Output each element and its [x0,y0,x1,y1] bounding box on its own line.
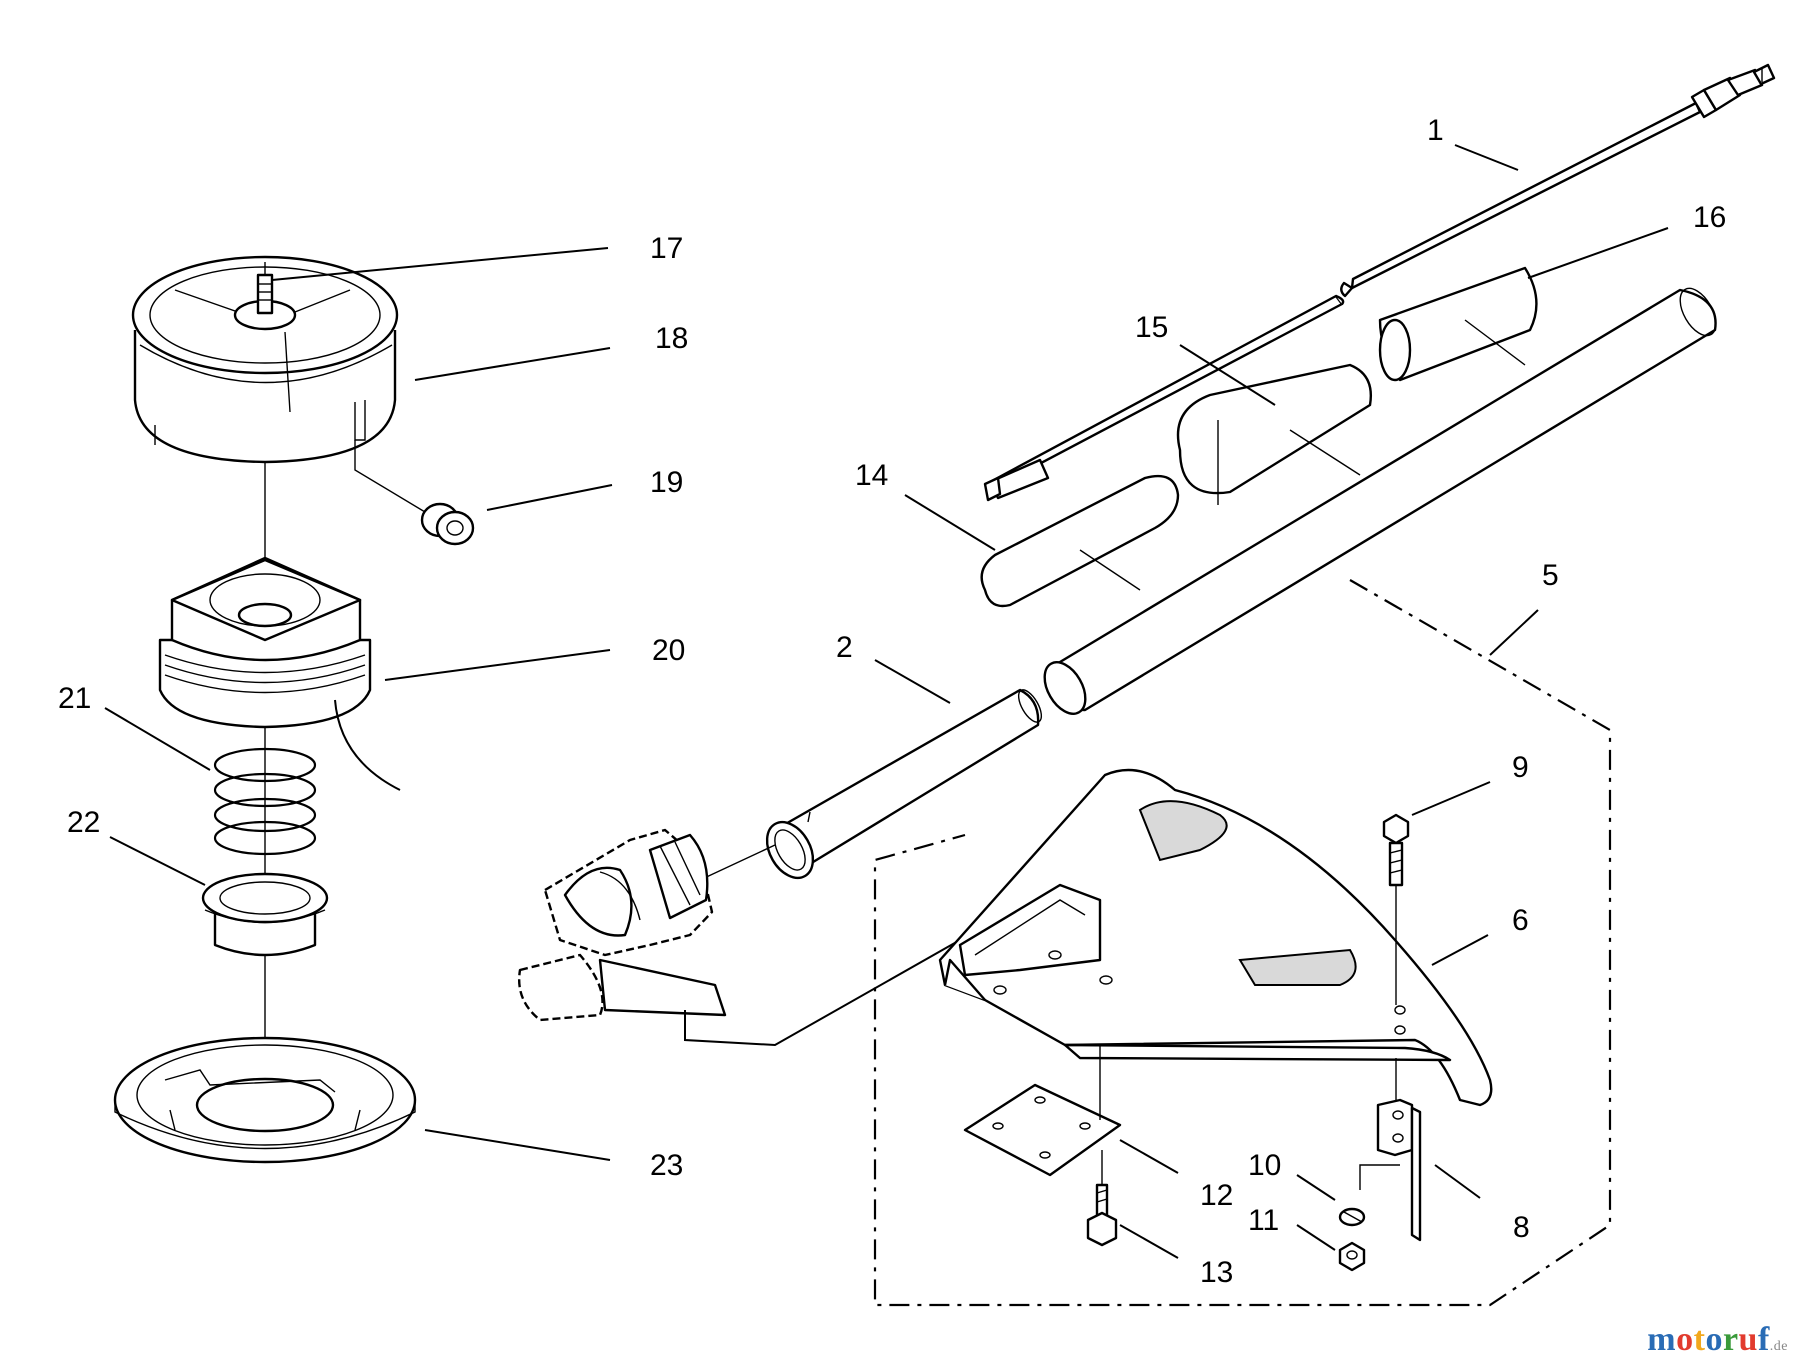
logo-letter: u [1738,1321,1758,1358]
label-2: 2 [836,631,853,664]
label-12: 12 [1200,1179,1233,1212]
label-17: 17 [650,232,683,265]
label-21: 21 [58,682,91,715]
motoruf-logo: motoruf.de [1647,1321,1788,1359]
label-5: 5 [1542,559,1559,592]
part-numbers: 1 16 15 14 2 5 9 6 8 10 11 12 13 17 18 1… [58,114,1726,1289]
logo-letter: o [1705,1321,1723,1358]
label-13: 13 [1200,1256,1233,1289]
part-2-tube-lower [765,688,1043,880]
gear-axis [699,844,776,881]
label-16: 16 [1693,201,1726,234]
part-9-bolt [1382,813,1410,1005]
label-20: 20 [652,634,685,667]
gearhead [518,828,961,1047]
part-22-retainer [201,872,329,957]
logo-letter: f [1757,1321,1770,1358]
part-10-lockwasher [1338,1207,1366,1227]
label-15: 15 [1135,311,1168,344]
part-17-spindle [233,273,297,331]
part-8-bracket [1359,1058,1422,1242]
logo-letter: m [1647,1321,1677,1358]
label-18: 18 [655,322,688,355]
part-6-shield [938,768,1493,1107]
leader-lines [104,144,1669,1259]
logo-letter: t [1693,1321,1706,1358]
logo-letter: o [1676,1321,1694,1358]
label-8: 8 [1513,1211,1530,1244]
label-22: 22 [67,806,100,839]
label-1: 1 [1427,114,1444,147]
part-tube-upper [1043,287,1717,715]
part-15-shaft-segment [983,294,1345,502]
part-20-spool [158,556,401,791]
label-23: 23 [650,1149,683,1182]
label-19: 19 [650,466,683,499]
part-15-liner [1176,363,1372,495]
part-1-drive-shaft [1340,63,1776,298]
part-11-nut [1338,1241,1366,1272]
logo-letter: r [1722,1321,1739,1358]
label-9: 9 [1512,751,1529,784]
part-23-housing [113,1036,417,1164]
logo-suffix: .de [1769,1339,1788,1354]
part-12-plate [963,1045,1122,1177]
part-19-guide-line [354,440,431,516]
part-14-liner [980,474,1180,608]
label-6: 6 [1512,904,1529,937]
part-13-screw [1086,1150,1118,1247]
label-14: 14 [855,459,888,492]
label-11: 11 [1248,1204,1279,1237]
part-16-liner [1378,266,1538,382]
part-19-eyelet [420,502,475,546]
part-21-spring [213,747,317,856]
assembly-5-outline [873,579,1612,1307]
label-10: 10 [1248,1149,1281,1182]
